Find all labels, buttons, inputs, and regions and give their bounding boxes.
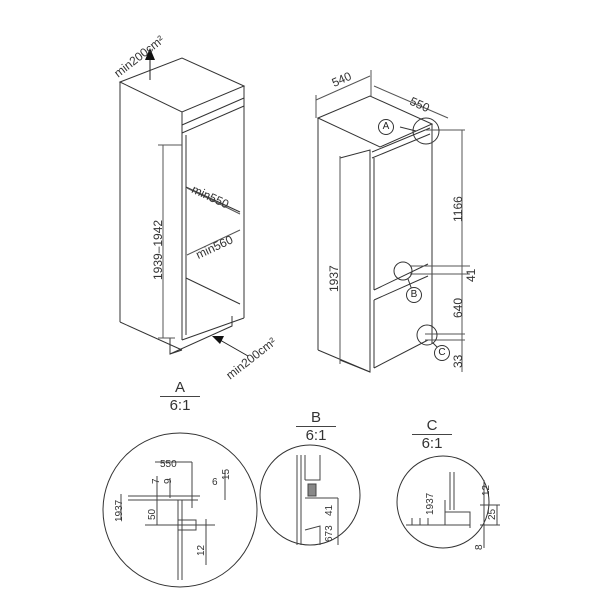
bottom-label: 33 — [451, 354, 465, 368]
detail-b-dim-41: 41 — [324, 504, 335, 516]
appliance-body — [316, 95, 434, 373]
callout-a: A — [378, 119, 394, 135]
detail-b-dim-673: 673 — [324, 525, 335, 542]
detail-c-dim-12: 12 — [481, 484, 492, 496]
gap-label: 41 — [464, 268, 478, 282]
detail-a-dim-12: 12 — [196, 544, 207, 556]
detail-a-title: A 6:1 — [160, 380, 200, 413]
upper-door-label: 1166 — [451, 196, 465, 222]
detail-a-dim-550: 550 — [160, 459, 177, 470]
detail-a-dim-9: 9 — [163, 478, 174, 484]
detail-c-title: C 6:1 — [412, 418, 452, 451]
niche-height-label: 1939–1942 — [151, 219, 165, 280]
callout-b: B — [406, 287, 422, 303]
detail-a-dim-50: 50 — [147, 508, 158, 520]
height-label: 1937 — [327, 265, 341, 292]
detail-a-dim-6: 6 — [212, 477, 218, 488]
niche-cabinet — [118, 57, 246, 355]
detail-a-circle — [102, 432, 258, 588]
detail-b-circle — [259, 444, 361, 546]
detail-b-title: B 6:1 — [296, 410, 336, 443]
callout-c: C — [434, 345, 450, 361]
detail-a-dim-1937: 1937 — [114, 499, 125, 522]
detail-c-dim-25: 25 — [487, 508, 498, 520]
detail-c-dim-8: 8 — [474, 544, 485, 550]
detail-a-dim-7: 7 — [151, 478, 162, 484]
detail-a-dim-15: 15 — [221, 468, 232, 480]
lower-door-label: 640 — [451, 297, 465, 318]
detail-c-dim-1937: 1937 — [425, 492, 436, 515]
detail-c-circle — [396, 455, 490, 549]
